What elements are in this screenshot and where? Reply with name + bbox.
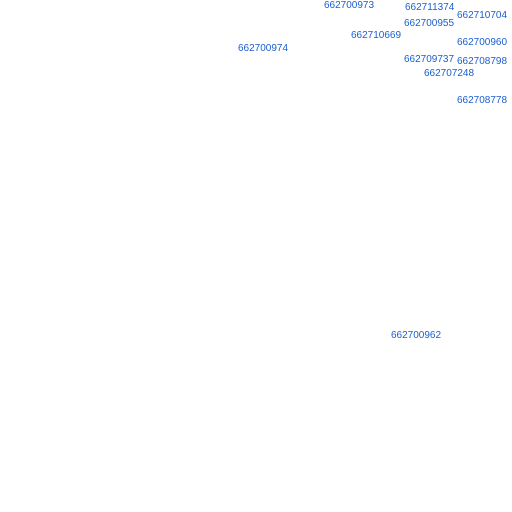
parcel-label-662707248[interactable]: 662707248 <box>424 68 475 79</box>
parcel-label-662700974[interactable]: 662700974 <box>238 43 289 54</box>
parcel-label-662710704[interactable]: 662710704 <box>457 10 508 21</box>
parcel-label-662700973[interactable]: 662700973 <box>324 0 375 11</box>
parcel-label-662700960[interactable]: 662700960 <box>457 37 508 48</box>
parcel-label-662710669[interactable]: 662710669 <box>351 30 402 41</box>
parcel-label-662700955[interactable]: 662700955 <box>404 18 455 29</box>
parcel-label-662711374[interactable]: 662711374 <box>405 2 455 13</box>
parcel-label-662709737[interactable]: 662709737 <box>404 54 455 65</box>
parcel-label-662708798[interactable]: 662708798 <box>457 56 508 67</box>
parcel-label-662700962[interactable]: 662700962 <box>391 330 442 341</box>
parcel-label-662708778[interactable]: 662708778 <box>457 95 508 106</box>
